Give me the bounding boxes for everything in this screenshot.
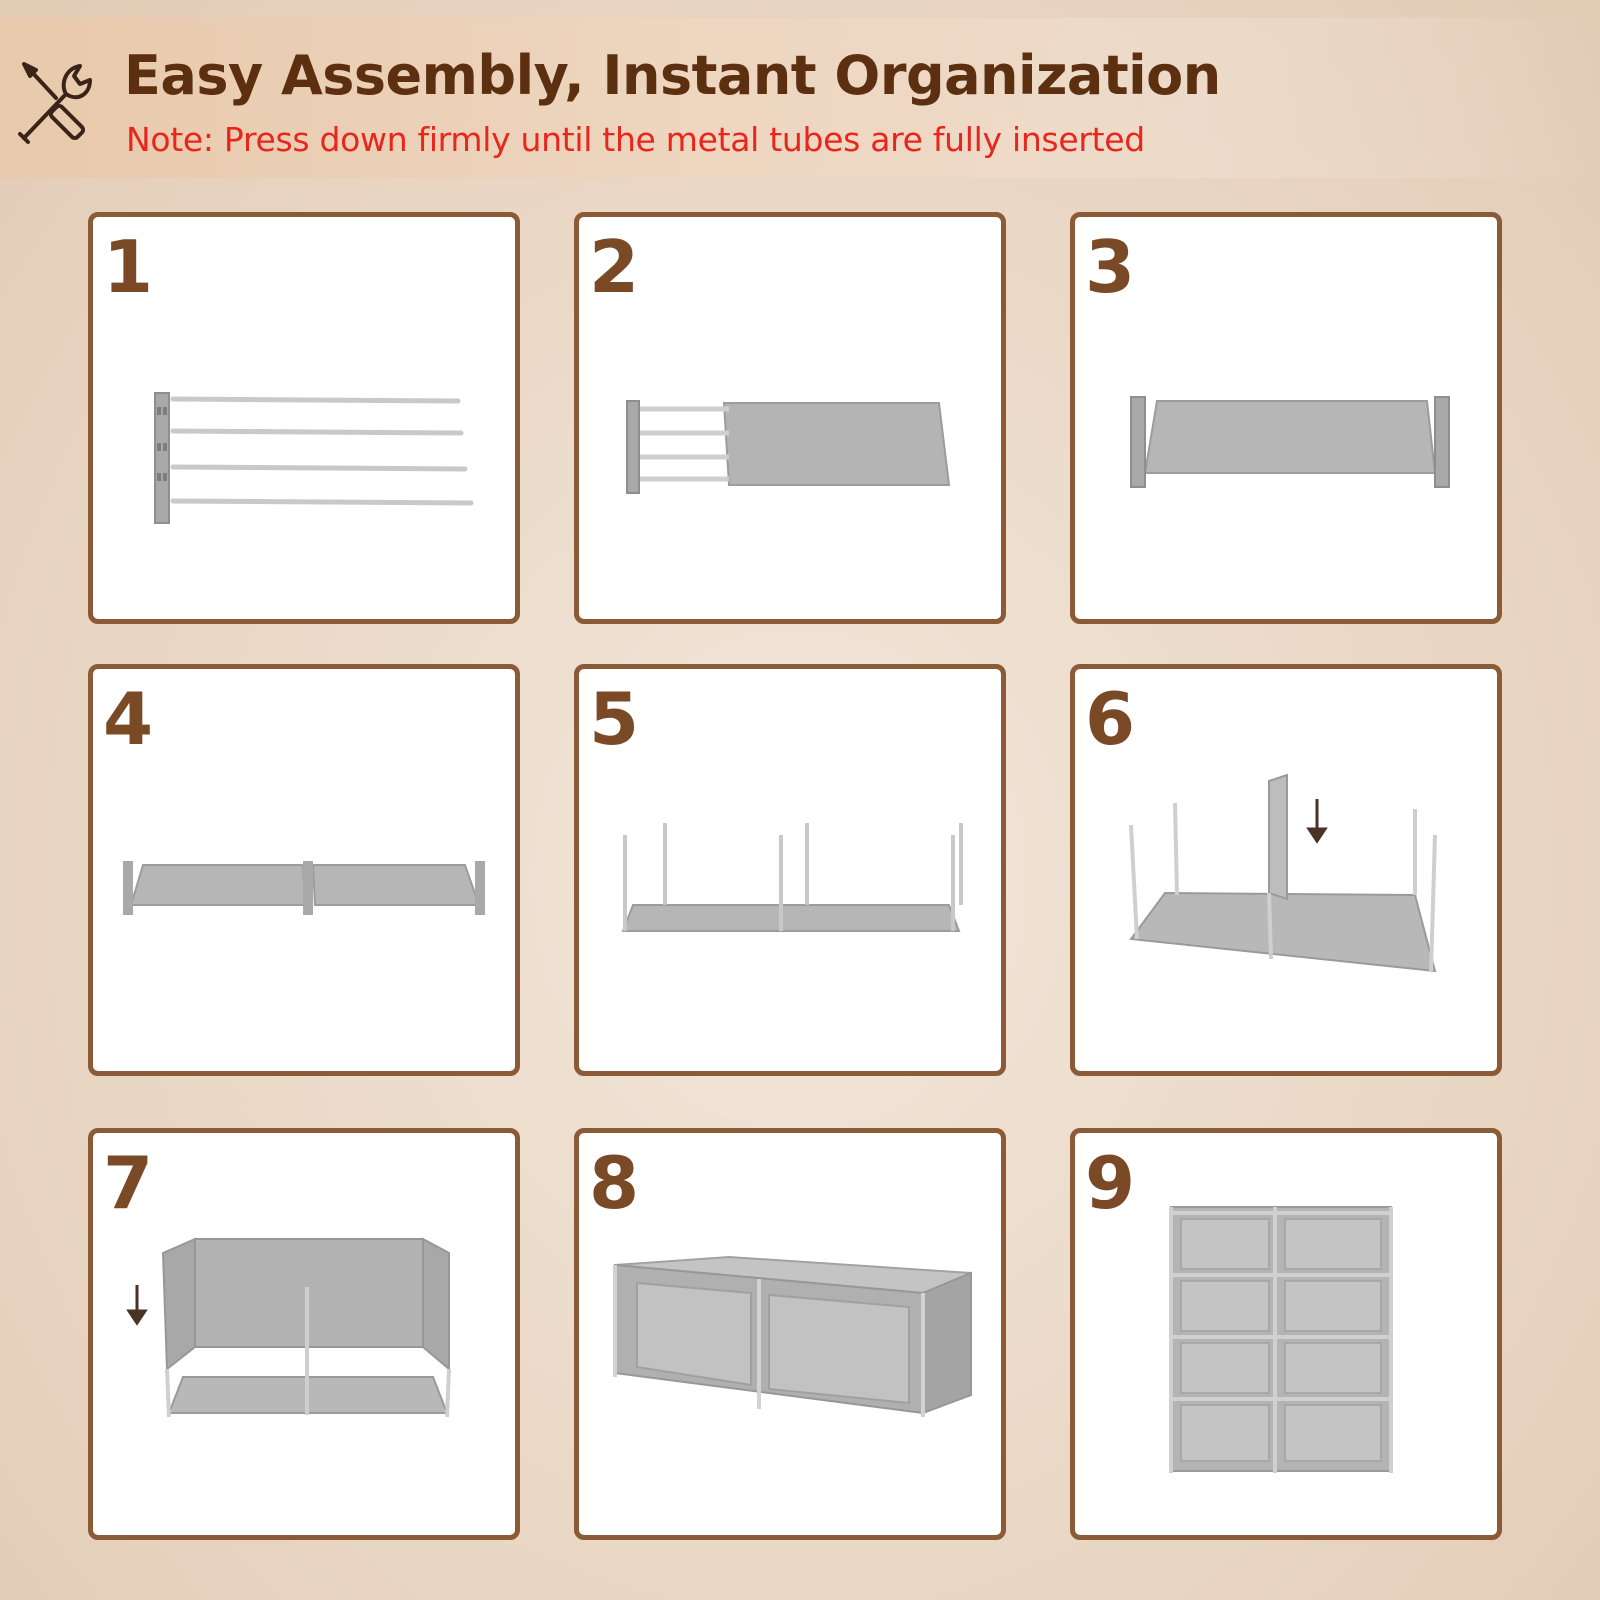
step-number: 4 [103,677,154,761]
step-3-illustration [1130,396,1450,488]
step-panel-6: 6 [1070,664,1502,1076]
step-number: 6 [1085,677,1136,761]
step-9-illustration [1169,1206,1393,1473]
tools-icon [18,62,92,144]
step-panel-1: 1 [88,212,520,624]
header-banner [0,18,1600,178]
step-8-illustration [613,1255,972,1417]
step-number: 9 [1085,1141,1136,1225]
step-number: 2 [589,225,640,309]
step-1-illustration [154,392,474,524]
step-number: 1 [103,225,154,309]
step-panel-8: 8 [574,1128,1006,1540]
step-6-illustration [1129,773,1437,973]
step-number: 3 [1085,225,1136,309]
step-panel-3: 3 [1070,212,1502,624]
step-7-illustration [126,1237,451,1418]
step-5-illustration [621,823,963,932]
step-number: 5 [589,677,640,761]
step-panel-4: 4 [88,664,520,1076]
step-panel-5: 5 [574,664,1006,1076]
step-number: 7 [103,1141,154,1225]
step-panel-2: 2 [574,212,1006,624]
step-panel-9: 9 [1070,1128,1502,1540]
step-4-illustration [123,861,485,915]
step-panel-7: 7 [88,1128,520,1540]
step-2-illustration [626,400,951,494]
page-title: Easy Assembly, Instant Organization [124,44,1221,107]
assembly-note: Note: Press down firmly until the metal … [126,120,1145,159]
step-number: 8 [589,1141,640,1225]
